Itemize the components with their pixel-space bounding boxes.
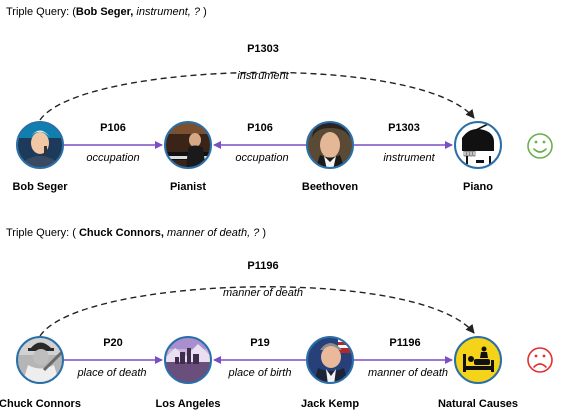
node-label: Natural Causes (438, 398, 518, 410)
edge-relation: place of birth (228, 367, 292, 379)
query-suffix: ) (262, 227, 267, 239)
node-label: Jack Kemp (301, 398, 359, 410)
query-edge-relation: instrument (237, 70, 289, 82)
edge-id: P106 (247, 122, 273, 134)
query-suffix: ) (203, 6, 207, 18)
node-natural-causes (454, 336, 502, 384)
edge-id: P19 (250, 337, 270, 349)
query-edge-relation: manner of death (223, 287, 303, 299)
photo-politician (307, 337, 353, 383)
edge-id: P20 (103, 337, 123, 349)
query-subject: Bob Seger, (75, 6, 134, 18)
edge-id: P106 (100, 122, 126, 134)
query-prefix: Triple Query: ( (6, 227, 79, 239)
node-chuck-connors (16, 336, 64, 384)
node-pianist (164, 121, 212, 169)
node-piano (454, 121, 502, 169)
query-prefix: Triple Query: ( (6, 6, 76, 18)
node-bob-seger (16, 121, 64, 169)
smiley-happy-icon (527, 133, 553, 159)
photo-pianist (165, 122, 211, 168)
query-subject: Chuck Connors, (78, 227, 164, 239)
triple-query-2: Triple Query: ( Chuck Connors, manner of… (6, 227, 266, 239)
node-label: Los Angeles (156, 398, 221, 410)
grand-piano-icon (462, 123, 494, 164)
node-label: Beethoven (302, 181, 359, 193)
bed-patient-icon (463, 346, 494, 372)
triple-query-1: Triple Query: (Bob Seger, instrument, ? … (6, 6, 207, 18)
photo-city-skyline (165, 337, 211, 383)
node-label: Chuck Connors (0, 398, 81, 410)
edge-relation: manner of death (368, 367, 448, 379)
node-los-angeles (164, 336, 212, 384)
node-label: Pianist (170, 181, 206, 193)
edge-id: P1303 (388, 122, 420, 134)
edge-relation: occupation (235, 152, 288, 164)
node-label: Piano (463, 181, 493, 193)
photo-baseball-player (17, 337, 63, 383)
portrait-beethoven (307, 122, 353, 168)
node-label: Bob Seger (12, 181, 68, 193)
node-beethoven (306, 121, 354, 169)
query-relation: manner of death, ? (163, 227, 263, 239)
edge-relation: place of death (76, 367, 146, 379)
query-edge-id: P1196 (247, 260, 278, 272)
query-relation: instrument, ? (133, 6, 204, 18)
query-edge-id: P1303 (247, 43, 279, 55)
edge-relation: occupation (86, 152, 139, 164)
query-edge-arc (39, 71, 475, 121)
node-jack-kemp (306, 336, 354, 384)
edge-id: P1196 (389, 337, 420, 349)
smiley-sad-icon (527, 347, 553, 373)
query-edge-arc (39, 286, 475, 337)
edge-relation: instrument (383, 152, 435, 164)
